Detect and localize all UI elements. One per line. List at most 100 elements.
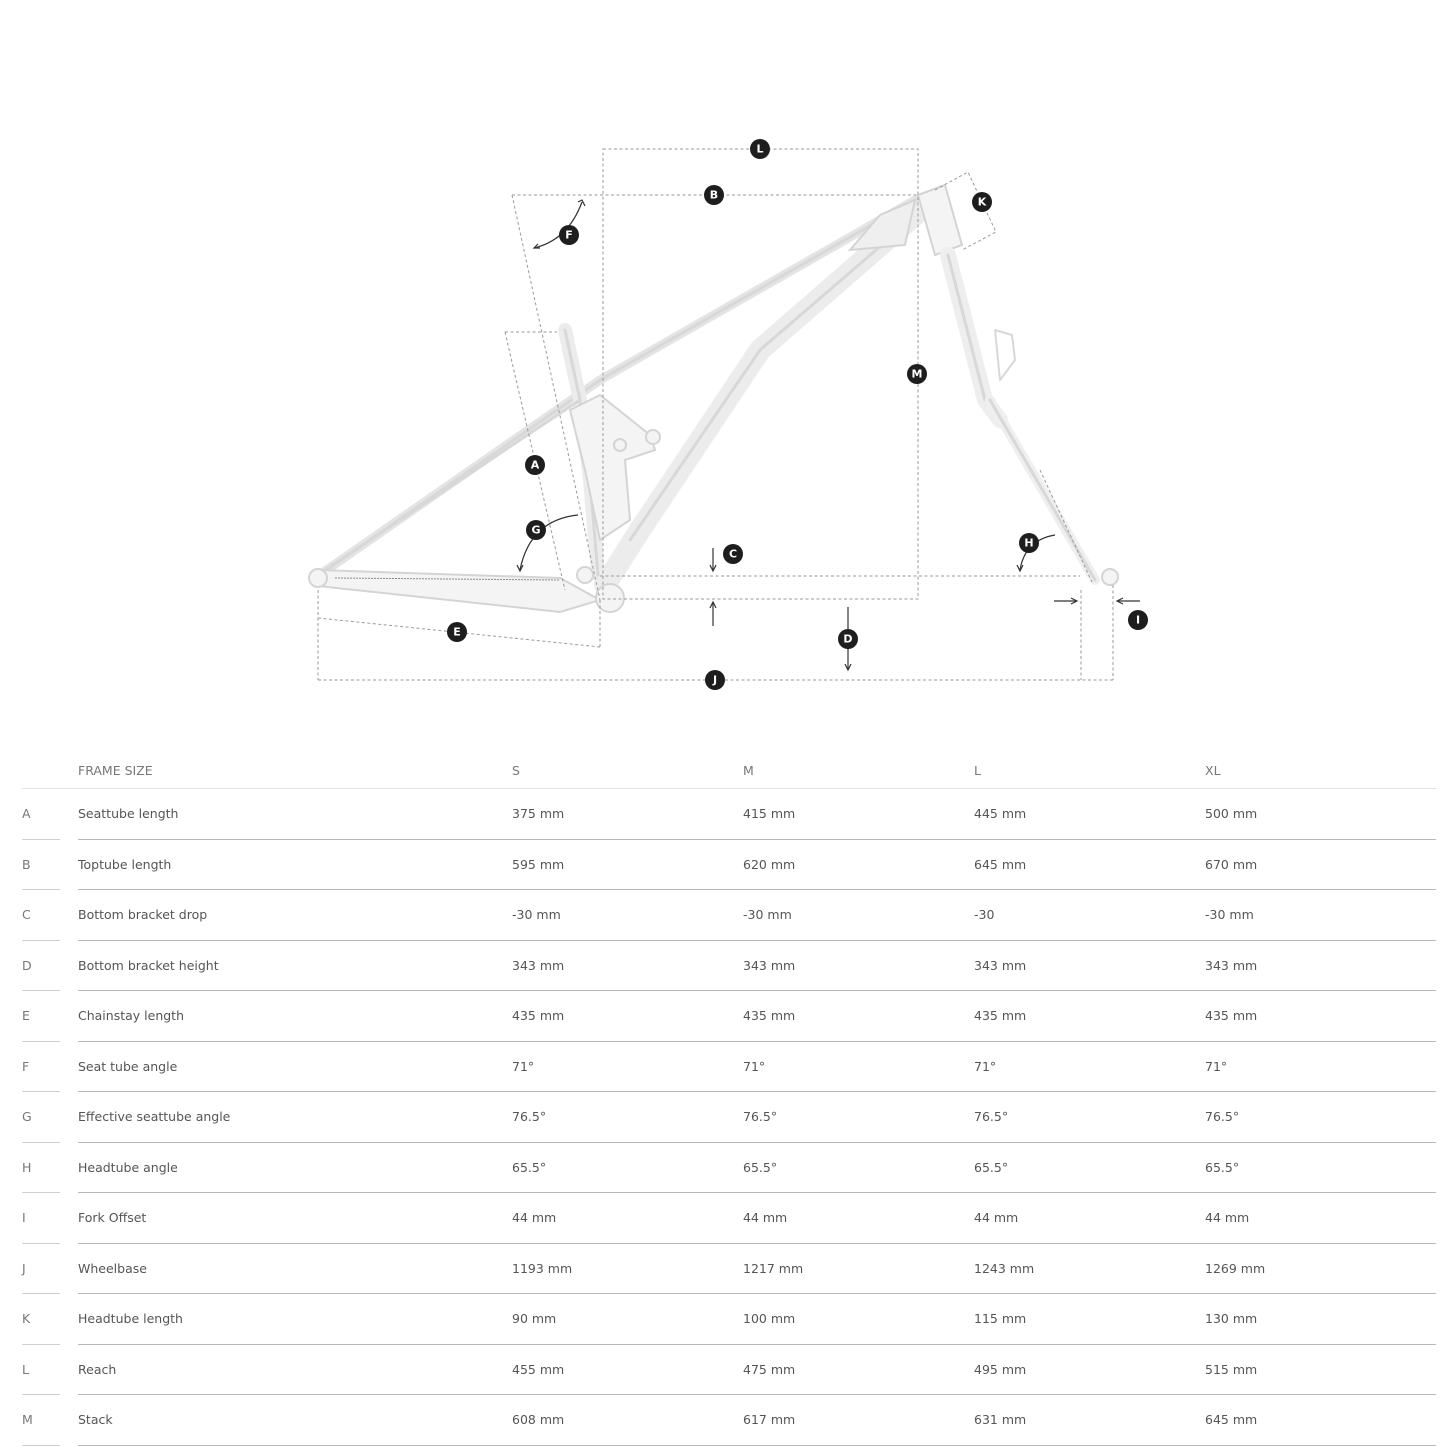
value-size-s: 375 mm: [512, 788, 743, 840]
value-size-s: 90 mm: [512, 1293, 743, 1345]
svg-text:M: M: [912, 368, 923, 381]
svg-text:E: E: [453, 626, 461, 639]
value-size-l: 645 mm: [974, 839, 1205, 890]
svg-text:G: G: [531, 524, 540, 537]
value-size-s: 65.5°: [512, 1142, 743, 1193]
value-size-xl: 76.5°: [1205, 1091, 1436, 1143]
row-gap: [60, 789, 78, 840]
marker-F: F: [559, 225, 579, 245]
value-size-m: 44 mm: [743, 1192, 974, 1244]
value-size-l: -30: [974, 889, 1205, 941]
value-size-s: 595 mm: [512, 839, 743, 890]
marker-D: D: [838, 629, 858, 649]
value-size-s: 343 mm: [512, 940, 743, 991]
value-size-xl: 645 mm: [1205, 1394, 1436, 1446]
svg-text:J: J: [712, 674, 717, 687]
svg-text:B: B: [710, 189, 718, 202]
value-size-s: 44 mm: [512, 1192, 743, 1244]
marker-G: G: [526, 520, 546, 540]
value-size-m: 76.5°: [743, 1091, 974, 1143]
marker-B: B: [704, 185, 724, 205]
value-size-xl: 515 mm: [1205, 1344, 1436, 1395]
marker-C: C: [723, 544, 743, 564]
value-size-xl: 500 mm: [1205, 788, 1436, 840]
value-size-m: 617 mm: [743, 1394, 974, 1446]
value-size-l: 631 mm: [974, 1394, 1205, 1446]
row-label: Bottom bracket drop: [78, 889, 512, 941]
marker-L: L: [750, 139, 770, 159]
row-letter: M: [22, 1394, 60, 1446]
marker-A: A: [525, 455, 545, 475]
svg-text:F: F: [565, 229, 573, 242]
header-size-xl: XL: [1205, 752, 1436, 789]
value-size-l: 115 mm: [974, 1293, 1205, 1345]
value-size-s: 1193 mm: [512, 1243, 743, 1294]
value-size-l: 495 mm: [974, 1344, 1205, 1395]
value-size-l: 71°: [974, 1041, 1205, 1092]
header-size-s: S: [512, 752, 743, 789]
value-size-m: 620 mm: [743, 839, 974, 890]
value-size-xl: 670 mm: [1205, 839, 1436, 890]
row-label: Fork Offset: [78, 1192, 512, 1244]
value-size-l: 76.5°: [974, 1091, 1205, 1143]
svg-text:H: H: [1024, 537, 1033, 550]
marker-E: E: [447, 622, 467, 642]
row-label: Effective seattube angle: [78, 1091, 512, 1143]
value-size-m: 343 mm: [743, 940, 974, 991]
header-frame-size: FRAME SIZE: [78, 752, 512, 789]
row-label: Bottom bracket height: [78, 940, 512, 991]
row-label: Headtube angle: [78, 1142, 512, 1193]
row-label: Chainstay length: [78, 990, 512, 1042]
header-letter-cell: [22, 752, 60, 789]
value-size-m: 71°: [743, 1041, 974, 1092]
row-label: Wheelbase: [78, 1243, 512, 1294]
row-letter: C: [22, 889, 60, 941]
row-gap: [60, 940, 78, 991]
frame-geometry-diagram: A B C D E F G H I J K L M: [308, 139, 1148, 690]
value-size-xl: 65.5°: [1205, 1142, 1436, 1193]
value-size-m: 65.5°: [743, 1142, 974, 1193]
svg-text:C: C: [729, 548, 737, 561]
row-gap: [60, 1294, 78, 1345]
row-letter: A: [22, 788, 60, 840]
row-letter: L: [22, 1344, 60, 1395]
row-label: Seat tube angle: [78, 1041, 512, 1092]
bike-frame: [308, 183, 1119, 614]
row-label: Reach: [78, 1344, 512, 1395]
row-letter: H: [22, 1142, 60, 1193]
svg-text:I: I: [1136, 614, 1140, 627]
row-letter: B: [22, 839, 60, 890]
row-label: Stack: [78, 1394, 512, 1446]
value-size-m: 1217 mm: [743, 1243, 974, 1294]
marker-J: J: [705, 670, 725, 690]
row-gap: [60, 991, 78, 1042]
row-gap: [60, 1243, 78, 1294]
value-size-xl: 435 mm: [1205, 990, 1436, 1042]
svg-text:D: D: [843, 633, 852, 646]
value-size-s: -30 mm: [512, 889, 743, 941]
row-letter: D: [22, 940, 60, 991]
value-size-m: 435 mm: [743, 990, 974, 1042]
row-gap: [60, 839, 78, 890]
value-size-s: 455 mm: [512, 1344, 743, 1395]
value-size-xl: 130 mm: [1205, 1293, 1436, 1345]
value-size-m: -30 mm: [743, 889, 974, 941]
value-size-s: 76.5°: [512, 1091, 743, 1143]
value-size-m: 415 mm: [743, 788, 974, 840]
svg-text:A: A: [531, 459, 540, 472]
row-label: Toptube length: [78, 839, 512, 890]
value-size-xl: -30 mm: [1205, 889, 1436, 941]
